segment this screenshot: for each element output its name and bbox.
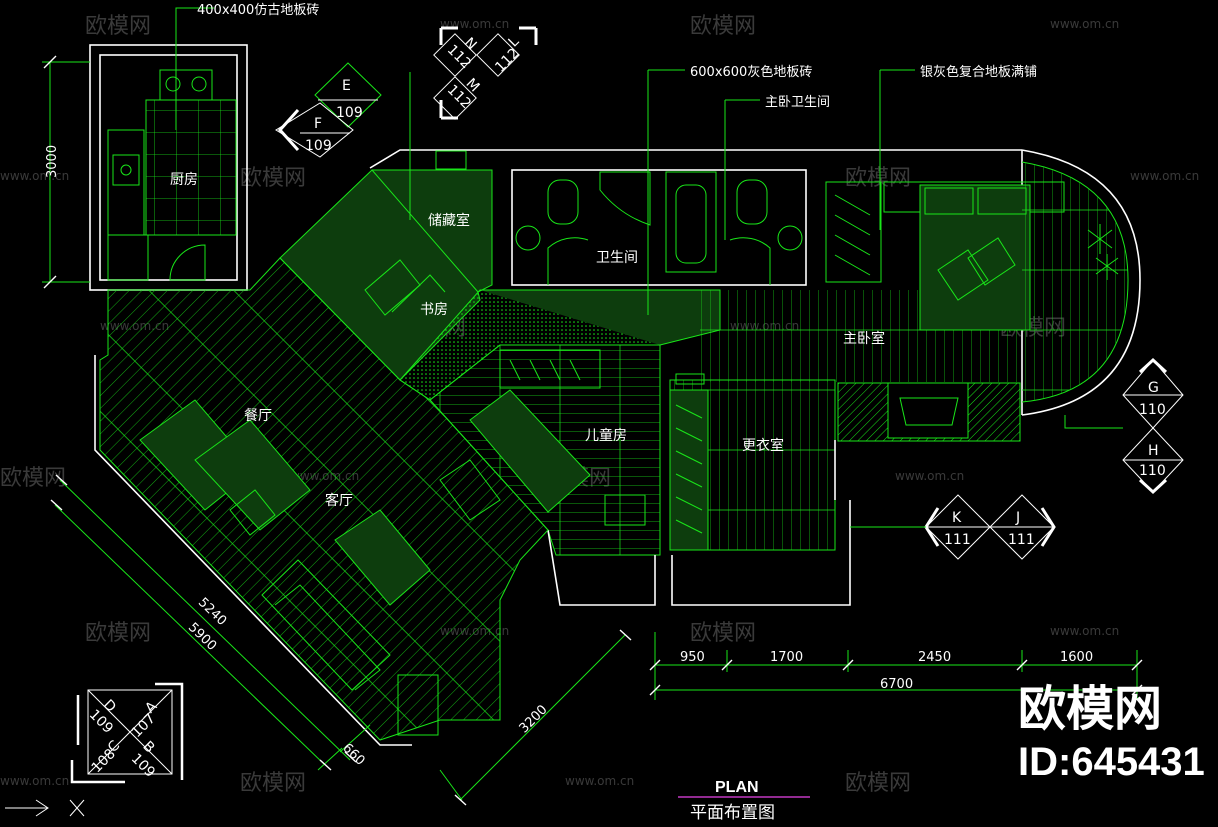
watermark-brand: 欧模网 [0,466,66,491]
bathroom-area: 卫生间 [511,169,807,286]
tag-N-L-M: N 112 L 112 M 112 [433,26,538,120]
note-composite: 银灰色复合地板满铺 [920,64,1037,80]
tag-H-num: 110 [1139,463,1166,479]
dim-2450: 2450 [918,650,951,665]
watermark-brand: 欧模网 [85,621,151,646]
material-notes: 400x400仿古地板砖 600x600灰色地板砖 银灰色复合地板满铺 主卧卫生… [175,3,1037,315]
watermark-site: www.om.cn [565,774,634,788]
tag-H-letter: H [1148,443,1159,459]
tag-G-H: G 110 H 110 [1064,357,1184,495]
room-label-bath: 卫生间 [596,250,638,266]
tag-J-num: 111 [1008,532,1035,548]
tag-A-B-C-D: D 109 A 107 C 108 B 109 [70,682,184,784]
living-dining: 餐厅 客厅 [94,257,549,746]
dim-5900: 5900 [185,620,219,654]
title-cn: 平面布置图 [690,803,775,823]
watermark-site: www.om.cn [0,774,69,788]
watermark-site: www.om.cn [895,469,964,483]
tag-J-letter: J [1015,510,1020,526]
master-bedroom: 主卧室 [700,149,1141,442]
dim-6700: 6700 [880,677,913,692]
title-en: PLAN [715,779,759,796]
watermark-brand: 欧模网 [690,14,756,39]
room-label-closet: 更衣室 [742,437,784,454]
title-block: PLAN 平面布置图 [678,779,810,823]
watermark-brand: 欧模网 [240,166,306,191]
kids-room: 儿童房 [429,344,661,556]
dim-950: 950 [680,650,705,665]
watermark-site: www.om.cn [1050,17,1119,31]
tag-L-num: 112 [492,45,522,75]
tag-K-J: K 111 J 111 [850,494,1056,560]
tag-G-letter: G [1148,380,1159,396]
closet-area: 更衣室 [669,373,836,551]
watermark-site: www.om.cn [1130,169,1199,183]
tag-E-F: E 109 F 109 [275,62,382,158]
tag-E-num: 109 [336,105,363,121]
watermark-id: ID:645431 [1018,740,1205,784]
dim-1600: 1600 [1060,650,1093,665]
watermark-site: www.om.cn [0,169,69,183]
watermark-brand: 欧模网 [690,621,756,646]
tag-E-letter: E [342,78,351,94]
note-master-bath: 主卧卫生间 [765,95,830,110]
watermark-brand: 欧模网 [845,771,911,796]
watermark-site: www.om.cn [1050,624,1119,638]
room-label-living: 客厅 [325,492,353,509]
note-tile-600: 600x600灰色地板砖 [690,64,812,80]
dim-1700: 1700 [770,650,803,665]
dim-3000: 3000 [45,145,60,178]
room-label-dining: 餐厅 [244,408,272,424]
tag-F-letter: F [314,116,322,132]
tag-K-letter: K [952,510,962,526]
dim-660: 660 [339,741,367,769]
tag-F-num: 109 [305,138,332,154]
kitchen: 厨房 [89,44,248,291]
axis-indicator [5,799,85,817]
watermark-brand: 欧模网 [85,14,151,39]
room-label-kids: 儿童房 [585,427,627,444]
watermark-brand: 欧模网 [240,771,306,796]
watermark-brand-large: 欧模网 [1018,683,1162,736]
room-label-kitchen: 厨房 [170,172,198,188]
room-label-study: 书房 [420,302,448,318]
storage-room: 储藏室 [371,150,493,293]
room-label-master: 主卧室 [843,330,885,347]
dim-3200: 3200 [517,702,551,736]
watermark-large: 欧模网 ID:645431 [1018,683,1205,784]
tag-K-num: 111 [944,532,971,548]
note-tile-400: 400x400仿古地板砖 [197,3,319,18]
tag-G-num: 110 [1139,402,1166,418]
room-label-storage: 储藏室 [428,212,470,229]
watermark-brand: 欧模网 [845,166,911,191]
